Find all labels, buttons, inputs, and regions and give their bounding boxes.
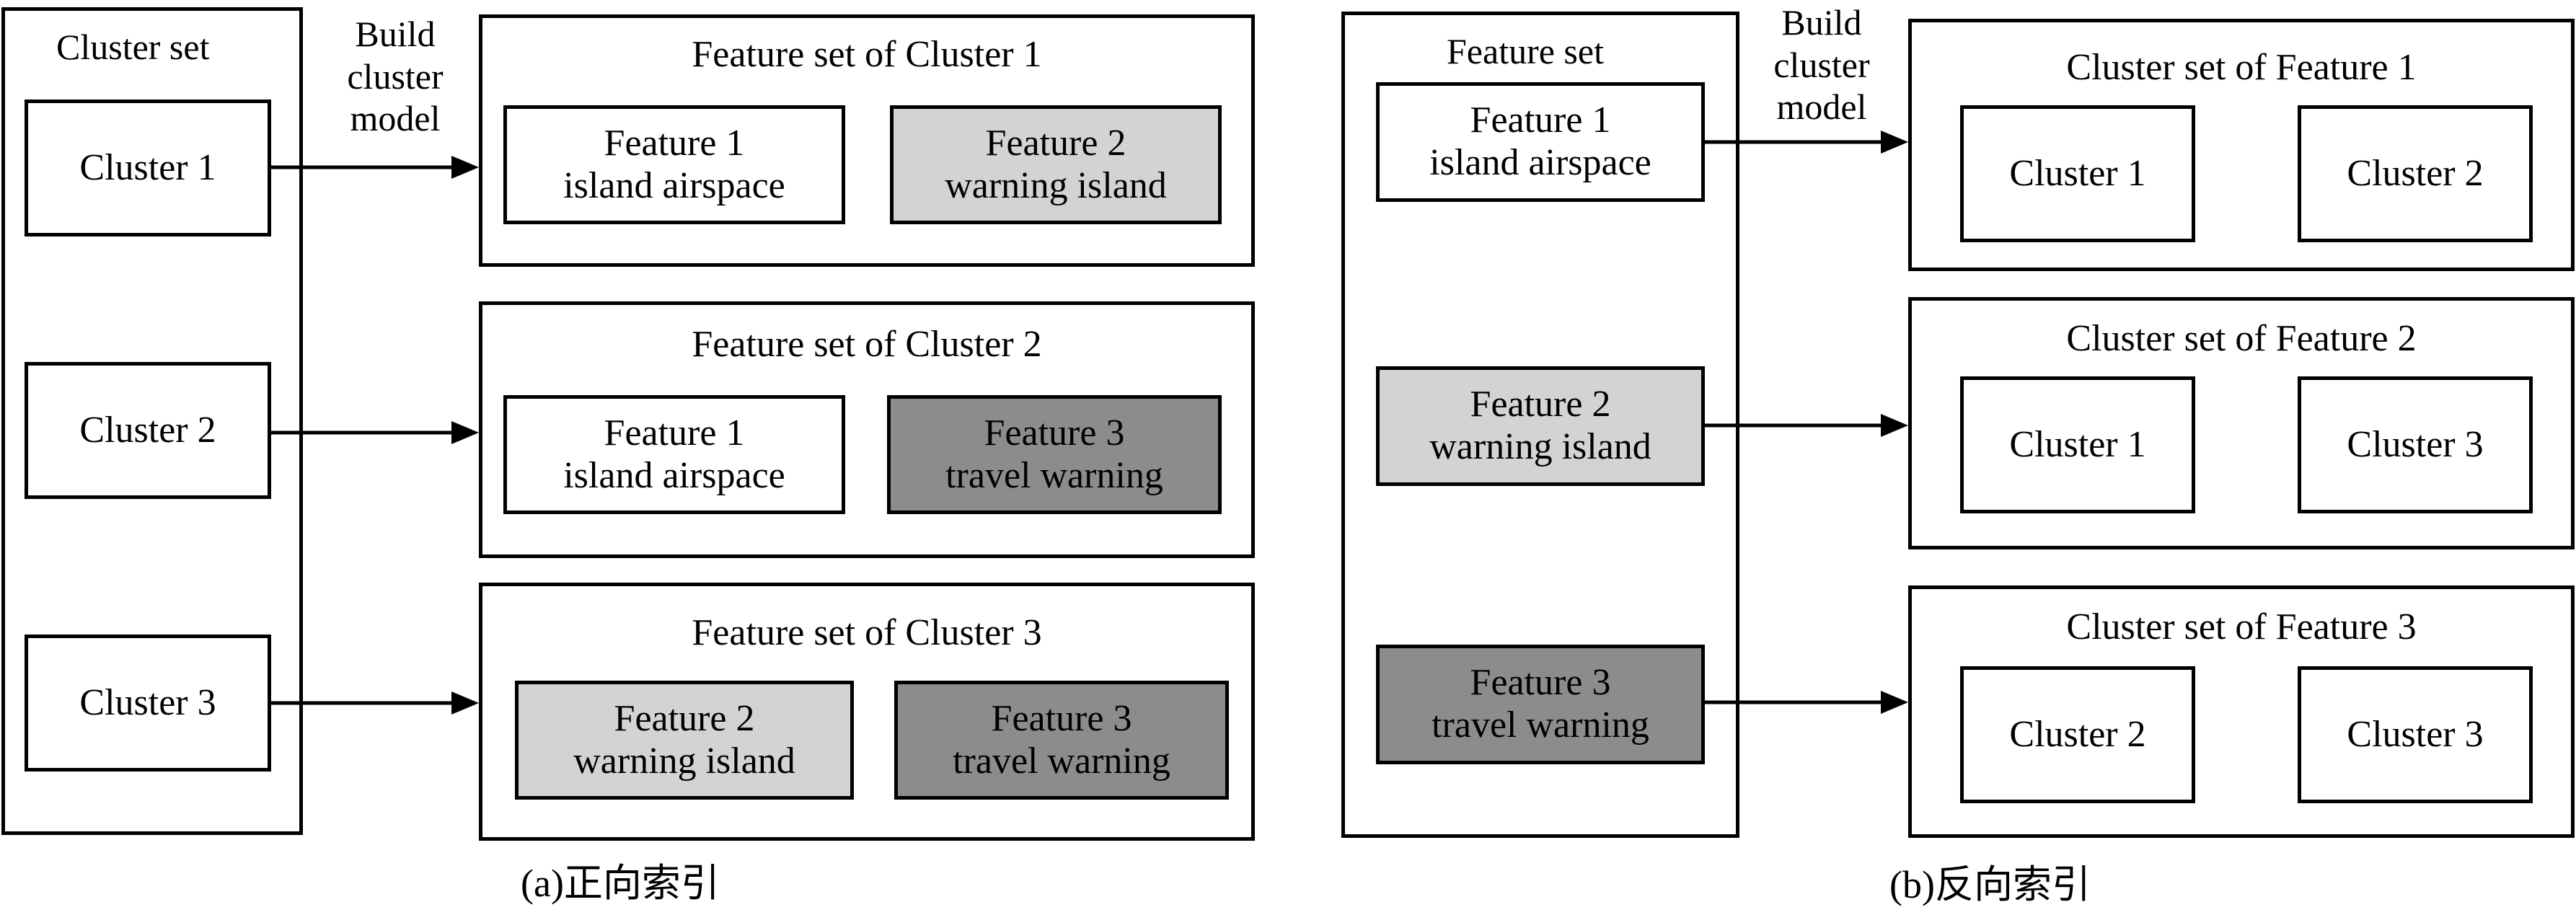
build-cluster-model-label-a: Build cluster model	[347, 14, 444, 138]
cluster-1-node: Cluster 1	[25, 100, 271, 237]
caption-forward-index: (a)正向索引	[521, 862, 720, 905]
cluster-1-node: Cluster 1	[1960, 376, 2195, 513]
cluster-set-title: Cluster set	[56, 27, 210, 67]
build-cluster-model-label-b: Build cluster model	[1773, 2, 1870, 127]
arrowhead-b1	[1881, 131, 1908, 154]
cluster-1-node: Cluster 1	[1960, 105, 2195, 242]
arrowhead-b2	[1881, 414, 1908, 437]
cluster-3-node: Cluster 3	[2298, 666, 2533, 803]
cluster-3-node: Cluster 3	[25, 635, 271, 772]
caption-inverted-index: (b)反向索引	[1889, 863, 2091, 906]
feature-set-title: Feature set	[1447, 31, 1604, 71]
cluster-set-feature-1-title: Cluster set of Feature 1	[2066, 47, 2417, 88]
feature-set-cluster-1-title: Feature set of Cluster 1	[692, 34, 1042, 75]
cluster-2-node: Cluster 2	[2298, 105, 2533, 242]
cluster-3-node: Cluster 3	[2298, 376, 2533, 513]
cluster-set-feature-2-title: Cluster set of Feature 2	[2066, 318, 2417, 359]
feature-set-cluster-3-title: Feature set of Cluster 3	[692, 612, 1042, 653]
cluster-set-feature-3-title: Cluster set of Feature 3	[2066, 606, 2417, 647]
arrowhead-a2	[451, 421, 479, 444]
arrowhead-a3	[451, 691, 479, 715]
feature-set-cluster-2-title: Feature set of Cluster 2	[692, 324, 1042, 365]
arrowhead-a1	[451, 156, 479, 179]
cluster-2-node: Cluster 2	[25, 362, 271, 499]
cluster-2-node: Cluster 2	[1960, 666, 2195, 803]
arrowhead-b3	[1881, 691, 1908, 714]
